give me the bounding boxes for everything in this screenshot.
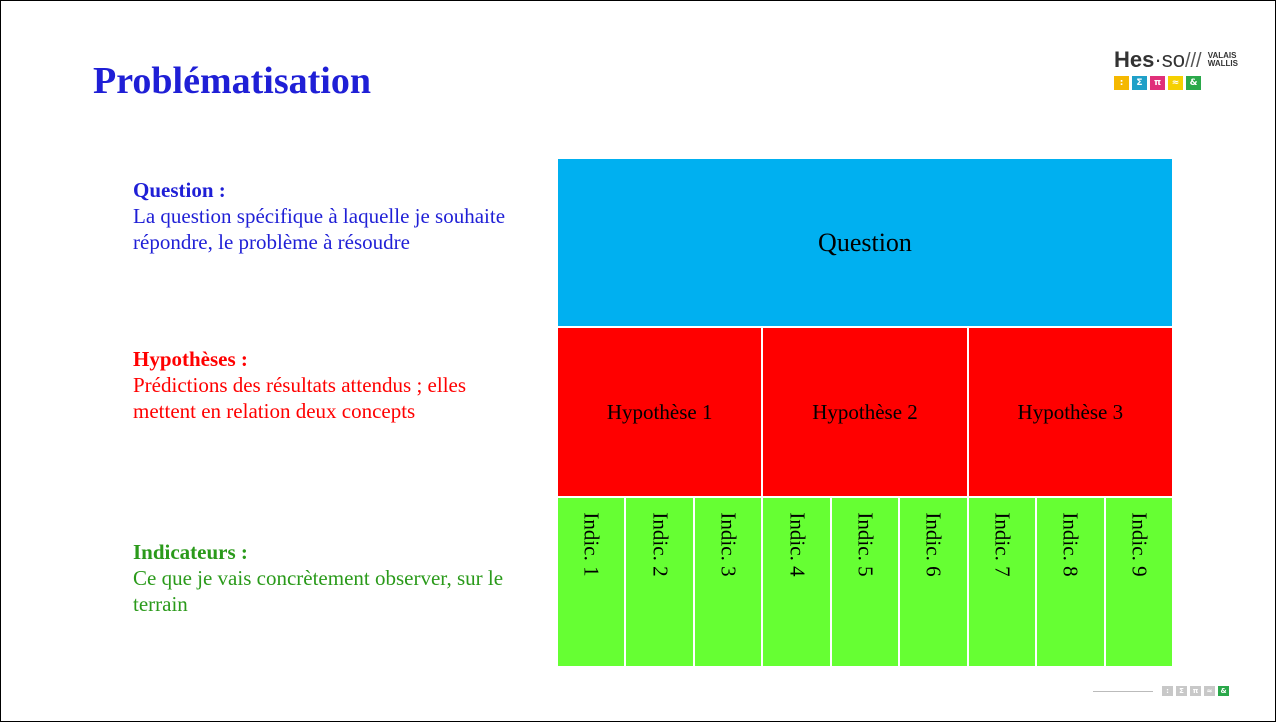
footer-rule [1093, 690, 1153, 692]
indicator-box-7: Indic. 7 [966, 498, 1036, 666]
legend-indicateurs-text: Ce que je vais concrètement observer, su… [133, 566, 504, 616]
indicator-box-6: Indic. 6 [898, 498, 967, 666]
logo-chip-2: Σ [1132, 76, 1147, 90]
logo-chip-3: π [1150, 76, 1165, 90]
question-box-label: Question [818, 227, 912, 257]
footer-chip-4: ≈ [1204, 686, 1215, 696]
legend-indicateurs: Indicateurs : Ce que je vais concrètemen… [133, 539, 513, 617]
indicator-label: Indic. 6 [921, 511, 946, 577]
indicator-label: Indic. 5 [853, 511, 878, 577]
hypothesis-label: Hypothèse 1 [606, 399, 713, 424]
indicator-box-3: Indic. 3 [692, 498, 762, 666]
indicator-box-9: Indic. 9 [1103, 498, 1172, 666]
indicator-label: Indic. 2 [648, 511, 673, 577]
legend-question-heading: Question : [133, 178, 226, 202]
indicator-label: Indic. 9 [1127, 511, 1152, 577]
logo-brand-dot: · [1154, 47, 1162, 72]
indicator-box-1: Indic. 1 [558, 498, 625, 666]
logo-region-line1: VALAIS [1207, 51, 1237, 60]
hypotheses-row: Hypothèse 1 Hypothèse 2 Hypothèse 3 [558, 326, 1172, 496]
logo-slashes: /// [1184, 50, 1202, 72]
logo-chip-1: : [1114, 76, 1129, 90]
logo-brand-bold: Hes [1114, 47, 1155, 72]
hypothesis-label: Hypothèse 3 [1017, 399, 1124, 424]
legend-question: Question : La question spécifique à laqu… [133, 177, 513, 255]
question-box: Question [558, 159, 1172, 326]
indicator-box-8: Indic. 8 [1035, 498, 1104, 666]
hypothesis-box-3: Hypothèse 3 [966, 328, 1172, 496]
hypothesis-box-2: Hypothèse 2 [761, 328, 967, 496]
footer-chip-2: Σ [1176, 686, 1187, 696]
indicator-label: Indic. 1 [579, 511, 604, 577]
indicators-row: Indic. 1 Indic. 2 Indic. 3 Indic. 4 Indic. 5… [558, 496, 1172, 666]
legend-hypotheses-text: Prédictions des résultats attendus ; ell… [133, 373, 467, 423]
legend-question-text: La question spécifique à laquelle je sou… [133, 204, 506, 254]
indicator-box-5: Indic. 5 [829, 498, 899, 666]
logo-chip-5: & [1186, 76, 1201, 90]
indicator-box-4: Indic. 4 [761, 498, 830, 666]
indicator-label: Indic. 8 [1058, 511, 1083, 577]
logo-chip-4: ≈ [1168, 76, 1183, 90]
slide-title: Problématisation [93, 60, 371, 102]
footer-chip-1: : [1162, 686, 1173, 696]
legend-hypotheses: Hypothèses : Prédictions des résultats a… [133, 346, 513, 424]
footer-chip-3: π [1190, 686, 1201, 696]
indicator-label: Indic. 4 [785, 511, 810, 577]
footer-chip-5: & [1218, 686, 1229, 696]
legend-indicateurs-heading: Indicateurs : [133, 540, 248, 564]
hypothesis-box-1: Hypothèse 1 [558, 328, 762, 496]
logo-brand-so: so [1161, 47, 1185, 72]
indicator-label: Indic. 7 [990, 511, 1015, 577]
logo-region-line2: WALLIS [1207, 59, 1238, 68]
hypothesis-label: Hypothèse 2 [812, 399, 918, 424]
indicator-label: Indic. 3 [716, 511, 741, 577]
legend-hypotheses-heading: Hypothèses : [133, 347, 248, 371]
indicator-box-2: Indic. 2 [624, 498, 693, 666]
